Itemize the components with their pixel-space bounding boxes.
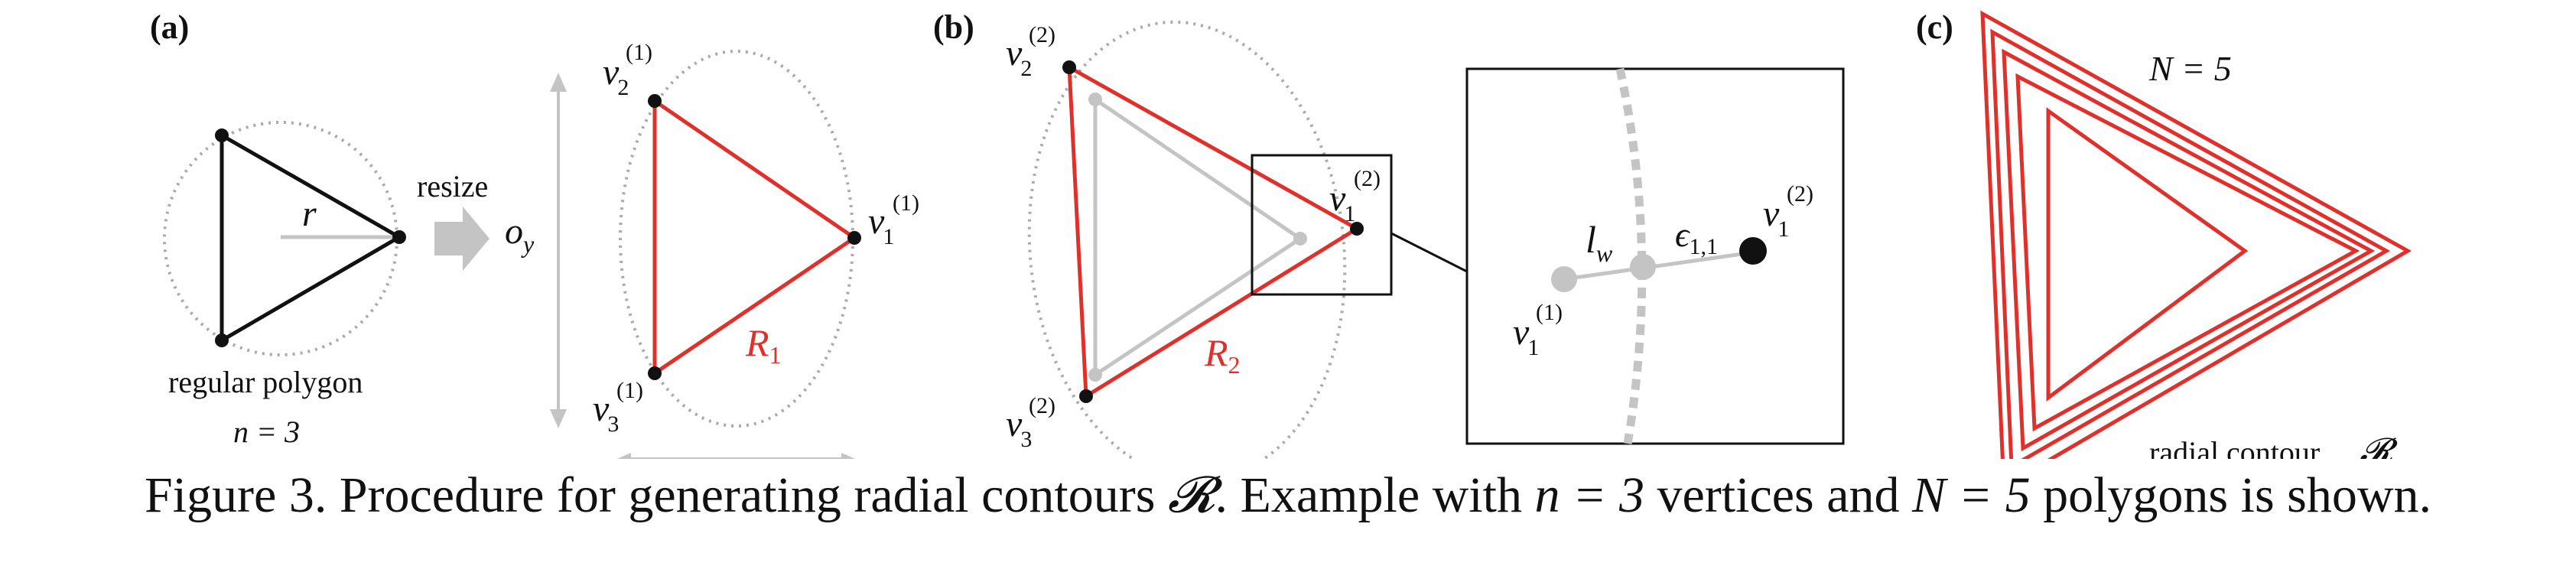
vertex-dot — [392, 230, 406, 244]
caption-suffix: polygons is shown. — [2030, 467, 2431, 523]
vertex-dot — [847, 231, 861, 245]
vertex-label-v2-1: v2 — [603, 52, 629, 100]
panel-b: (b) v2 (2) v1 (2) v3 (2) R2 lw ϵ1,1 v1 ( — [933, 8, 1845, 459]
resize-label: resize — [417, 169, 488, 203]
figure-diagram: (a) r regular polygon n = 3 resize oy v2… — [150, 8, 2412, 459]
regular-polygon-label: regular polygon — [168, 365, 363, 399]
vertex-sup: (2) — [1787, 181, 1813, 207]
vertex-label-v1-2: v1 — [1329, 178, 1355, 226]
lw-label: lw — [1586, 218, 1613, 267]
contour-4 — [2015, 73, 2360, 432]
n-equals-label: n = 3 — [233, 415, 300, 449]
caption-middle2: vertices and — [1644, 467, 1913, 523]
vertex-dot — [648, 94, 662, 108]
resized-triangle-R1 — [652, 97, 858, 377]
vertex-dot — [215, 128, 229, 142]
vertex-dot — [1350, 222, 1364, 236]
vertex-sup: (1) — [616, 378, 643, 403]
zoom-connector — [1390, 232, 1468, 273]
nested-contours — [1980, 10, 2412, 459]
vertex-label-v2-2: v2 — [1006, 33, 1032, 81]
zoom-region-box — [1251, 154, 1393, 296]
caption-middle: . Example with — [1215, 467, 1535, 523]
regular-triangle — [220, 132, 403, 344]
vertex-sup: (2) — [1029, 22, 1055, 47]
vertex-dot-gray — [1088, 368, 1102, 382]
resize-arrow-icon — [434, 207, 490, 271]
vertex-label-v3-2: v3 — [1006, 404, 1032, 452]
vertex-sup: (2) — [1029, 393, 1055, 418]
contour-2 — [1990, 28, 2391, 459]
ox-arrow-head-left — [616, 453, 631, 459]
vertex-sup: (1) — [626, 40, 652, 65]
vertex-label-v1-1: v1 — [868, 201, 894, 249]
panel-a: (a) r regular polygon n = 3 resize oy v2… — [150, 8, 919, 459]
original-vertex-dot — [1551, 266, 1577, 292]
figure-caption: Figure 3. Procedure for generating radia… — [0, 465, 2576, 525]
contour-1 — [1980, 10, 2412, 459]
perturbed-vertex-dot — [1739, 237, 1767, 265]
panel-c-label: (c) — [1916, 8, 1953, 46]
panel-a-label: (a) — [150, 8, 189, 46]
zoom-label-v1-2: v1 — [1763, 194, 1789, 242]
ox-arrow-head-right — [841, 453, 856, 459]
zoom-inset — [1465, 67, 1845, 445]
radial-contour-symbol: 𝓡 — [2360, 431, 2399, 459]
vertex-dot — [215, 333, 229, 347]
boundary-point-dot — [1630, 254, 1656, 280]
vertex-dot-gray — [1088, 93, 1102, 106]
previous-triangle — [1093, 96, 1304, 379]
vertex-dot — [1062, 60, 1076, 74]
scaling-ellipse-b — [1027, 20, 1347, 459]
vertex-sup: (1) — [893, 190, 919, 216]
perturbed-triangle-R2 — [1067, 63, 1361, 400]
vertex-sup: (1) — [1536, 300, 1563, 325]
panel-b-label: (b) — [933, 8, 974, 46]
contour-3 — [2002, 48, 2376, 452]
oy-arrow-head-up — [550, 73, 567, 92]
radius-label: r — [302, 194, 317, 234]
N-equals-label: N = 5 — [2148, 49, 2232, 88]
caption-n-eq: n = 3 — [1534, 467, 1645, 523]
vertex-dot — [1079, 389, 1093, 403]
ox-arrow-final: ox — [616, 453, 856, 459]
vertex-dot-gray — [1293, 232, 1307, 246]
zoom-label-v1-1: v1 — [1513, 312, 1539, 360]
oy-label: oy — [505, 211, 535, 258]
epsilon-label: ϵ1,1 — [1675, 215, 1718, 259]
perturbation-line — [1563, 250, 1754, 281]
R1-label: R1 — [745, 321, 782, 369]
R2-label: R2 — [1204, 331, 1241, 379]
vertex-sup: (2) — [1354, 166, 1381, 191]
vertex-dot — [648, 366, 662, 380]
caption-script-r: 𝓡 — [1167, 465, 1215, 524]
caption-N-eq: N = 5 — [1912, 467, 2031, 523]
radial-contour-label: radial contour — [2149, 435, 2320, 459]
caption-prefix: Figure 3. Procedure for generating radia… — [145, 467, 1168, 523]
contour-5 — [2046, 107, 2249, 402]
panel-c: (c) N = 5 radial contour 𝓡 — [1916, 8, 2412, 459]
vertex-label-v3-1: v3 — [593, 389, 619, 437]
oy-arrow-head-down — [550, 409, 567, 428]
